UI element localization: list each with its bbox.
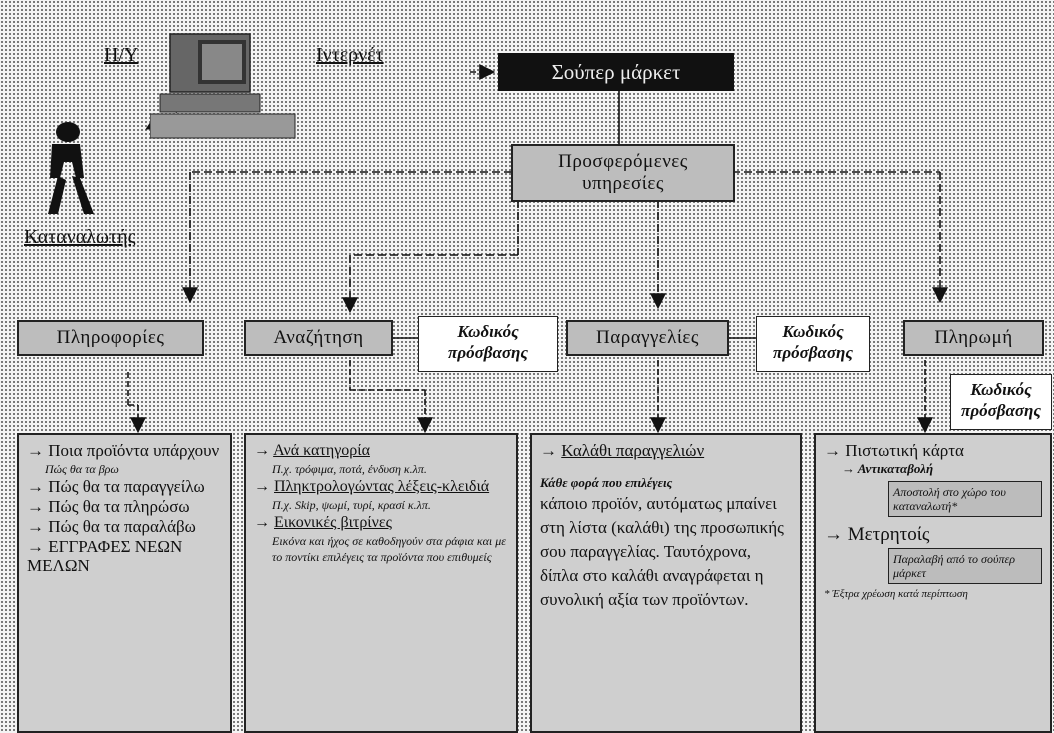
- info-item-label: Ποια προϊόντα υπάρχουν: [48, 441, 220, 460]
- info-item-label: ΕΓΓΡΑΦΕΣ ΝΕΩΝ ΜΕΛΩΝ: [27, 537, 183, 575]
- search-header: Αναζήτηση: [244, 320, 393, 356]
- consumer-label: Καταναλωτής: [24, 226, 136, 248]
- payment-code-label: Κωδικός πρόσβασης: [961, 380, 1041, 420]
- search-item-label: Πληκτρολογώντας λέξεις-κλειδιά: [274, 478, 490, 495]
- orders-panel: → Καλάθι παραγγελιών Κάθε φορά που επιλέ…: [530, 433, 802, 733]
- search-title: Αναζήτηση: [273, 327, 364, 348]
- payment-code-box: Κωδικός πρόσβασης: [950, 374, 1052, 430]
- info-item-label: Πώς θα τα βρω: [45, 462, 119, 476]
- search-item: → Πληκτρολογώντας λέξεις-κλειδιά: [254, 478, 490, 495]
- cart-item: → Καλάθι παραγγελιών: [540, 441, 705, 460]
- cod-item: → Αντικαταβολή: [842, 461, 934, 476]
- info-item: → Ποια προϊόντα υπάρχουν: [27, 441, 220, 460]
- orders-title: Παραγγελίες: [596, 327, 699, 348]
- info-item: Πώς θα τα βρω: [45, 461, 222, 477]
- payment-note: * Έξτρα χρέωση κατά περίπτωση: [824, 588, 968, 600]
- search-item-label: Εικόνα και ήχος σε καθοδηγούν στα ράφια …: [272, 534, 506, 564]
- search-code-box: Κωδικός πρόσβασης: [418, 316, 558, 372]
- info-header: Πληροφορίες: [17, 320, 204, 356]
- services-label: Προσφερόμενες υπηρεσίες: [558, 151, 688, 194]
- info-item-label: Πώς θα τα παραλάβω: [48, 517, 196, 536]
- orders-desc: κάποιο προϊόν, αυτόματως μπαίνει στη λίσ…: [540, 494, 784, 609]
- payment-title: Πληρωμή: [934, 327, 1013, 348]
- cart-label: Καλάθι παραγγελιών: [561, 441, 705, 460]
- supermarket-box: Σούπερ μάρκετ: [498, 53, 734, 91]
- info-title: Πληροφορίες: [56, 327, 165, 348]
- orders-header: Παραγγελίες: [566, 320, 729, 356]
- consumer-icon: [32, 118, 102, 218]
- info-item-label: Πώς θα τα παραγγείλω: [48, 477, 205, 496]
- cod-label: Αντικαταβολή: [857, 461, 934, 476]
- computer-label: Η/Υ: [104, 44, 139, 66]
- orders-code-label: Κωδικός πρόσβασης: [773, 322, 853, 362]
- supermarket-label: Σούπερ μάρκετ: [551, 59, 681, 84]
- search-code-label: Κωδικός πρόσβασης: [448, 322, 528, 362]
- info-item: → Πώς θα τα παραγγείλω: [27, 477, 205, 496]
- orders-code-box: Κωδικός πρόσβασης: [756, 316, 870, 372]
- payment-header: Πληρωμή: [903, 320, 1044, 356]
- pickup-box: Παραλαβή από το σούπερ μάρκετ: [888, 548, 1042, 584]
- services-box: Προσφερόμενες υπηρεσίες: [511, 144, 735, 202]
- search-item: → Εικονικές βιτρίνες: [254, 514, 392, 531]
- search-item-label: Ανά κατηγορία: [273, 442, 370, 459]
- info-item-label: Πώς θα τα πληρώσω: [48, 497, 190, 516]
- info-item: → Πώς θα τα πληρώσω: [27, 497, 190, 516]
- credit-card-item: → Πιστωτική κάρτα: [824, 441, 964, 460]
- search-item: Π.χ. τρόφιμα, ποτά, ένδυση κ.λπ.: [272, 461, 508, 477]
- cash-item: → Μετρητοίς: [824, 524, 930, 545]
- search-item: Εικόνα και ήχος σε καθοδηγούν στα ράφια …: [272, 533, 508, 565]
- internet-label: Ιντερνέτ: [316, 44, 384, 66]
- search-item: Π.χ. Skip, ψωμί, τυρί, κρασί κ.λπ.: [272, 497, 508, 513]
- credit-card-label: Πιστωτική κάρτα: [845, 441, 964, 460]
- search-item-label: Π.χ. Skip, ψωμί, τυρί, κρασί κ.λπ.: [272, 498, 431, 512]
- computer-icon: [149, 32, 300, 142]
- search-item-label: Π.χ. τρόφιμα, ποτά, ένδυση κ.λπ.: [272, 462, 427, 476]
- cash-label: Μετρητοίς: [847, 524, 930, 545]
- search-item-label: Εικονικές βιτρίνες: [274, 514, 392, 531]
- delivery-box: Αποστολή στο χώρο του καταναλωτή*: [888, 481, 1042, 517]
- orders-desc-lead: Κάθε φορά που επιλέγεις: [540, 475, 673, 490]
- info-item: → Πώς θα τα παραλάβω: [27, 517, 196, 536]
- payment-panel: → Πιστωτική κάρτα → Αντικαταβολή Αποστολ…: [814, 433, 1052, 733]
- info-item: → ΕΓΓΡΑΦΕΣ ΝΕΩΝ ΜΕΛΩΝ: [27, 537, 183, 575]
- search-item: → Ανά κατηγορία: [254, 442, 370, 459]
